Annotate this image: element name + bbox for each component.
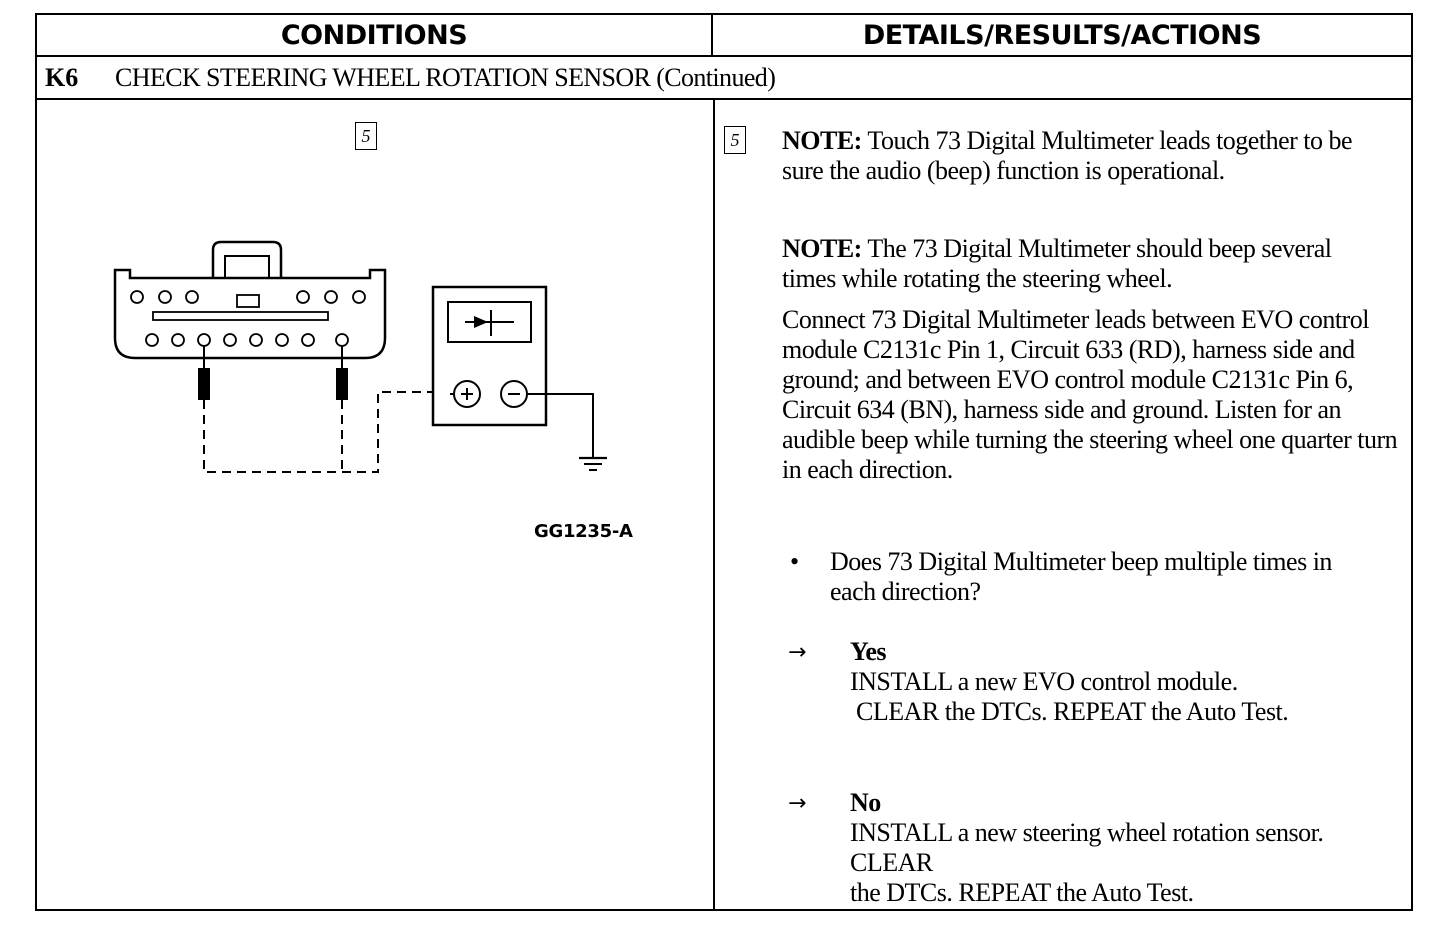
question-bullet: • <box>790 547 799 576</box>
details-step-number: 5 <box>724 126 746 154</box>
answer-yes-line-2: CLEAR the DTCs. REPEAT the Auto Test. <box>856 697 1289 726</box>
no-arrow-icon: → <box>788 791 807 816</box>
answer-no-line-1: INSTALL a new steering wheel rotation se… <box>850 818 1324 877</box>
figure-id: GG1235-A <box>534 521 633 542</box>
procedure-table: CONDITIONS DETAILS/RESULTS/ACTIONS K6 CH… <box>35 13 1413 911</box>
section-row: K6 CHECK STEERING WHEEL ROTATION SENSOR … <box>37 57 1411 100</box>
note-2-text: The 73 Digital Multimeter should beep se… <box>782 234 1332 293</box>
note-1-label: NOTE: <box>782 126 862 155</box>
section-title: CHECK STEERING WHEEL ROTATION SENSOR (Co… <box>115 62 776 92</box>
connector-multimeter-diagram-icon <box>113 240 607 473</box>
note-2-label: NOTE: <box>782 234 862 263</box>
column-divider <box>713 100 715 909</box>
answer-no-line-2: the DTCs. REPEAT the Auto Test. <box>850 878 1194 907</box>
answer-no-label: No <box>850 788 881 817</box>
instruction-text: Connect 73 Digital Multimeter leads betw… <box>782 305 1398 484</box>
section-code: K6 <box>45 62 79 92</box>
conditions-step-number: 5 <box>355 122 377 150</box>
question-text: Does 73 Digital Multimeter beep multiple… <box>830 547 1332 606</box>
note-1-text: Touch 73 Digital Multimeter leads togeth… <box>782 126 1353 185</box>
note-2: NOTE: The 73 Digital Multimeter should b… <box>782 234 1372 294</box>
conditions-header: CONDITIONS <box>37 15 713 57</box>
answer-yes-line-1: INSTALL a new EVO control module. <box>850 667 1238 696</box>
answer-yes-label: Yes <box>850 637 887 666</box>
answer-yes: Yes INSTALL a new EVO control module. CL… <box>850 637 1410 727</box>
yes-arrow-icon: → <box>788 640 807 665</box>
note-1: NOTE: Touch 73 Digital Multimeter leads … <box>782 126 1362 186</box>
details-header: DETAILS/RESULTS/ACTIONS <box>713 15 1411 57</box>
answer-no: No INSTALL a new steering wheel rotation… <box>850 788 1350 908</box>
